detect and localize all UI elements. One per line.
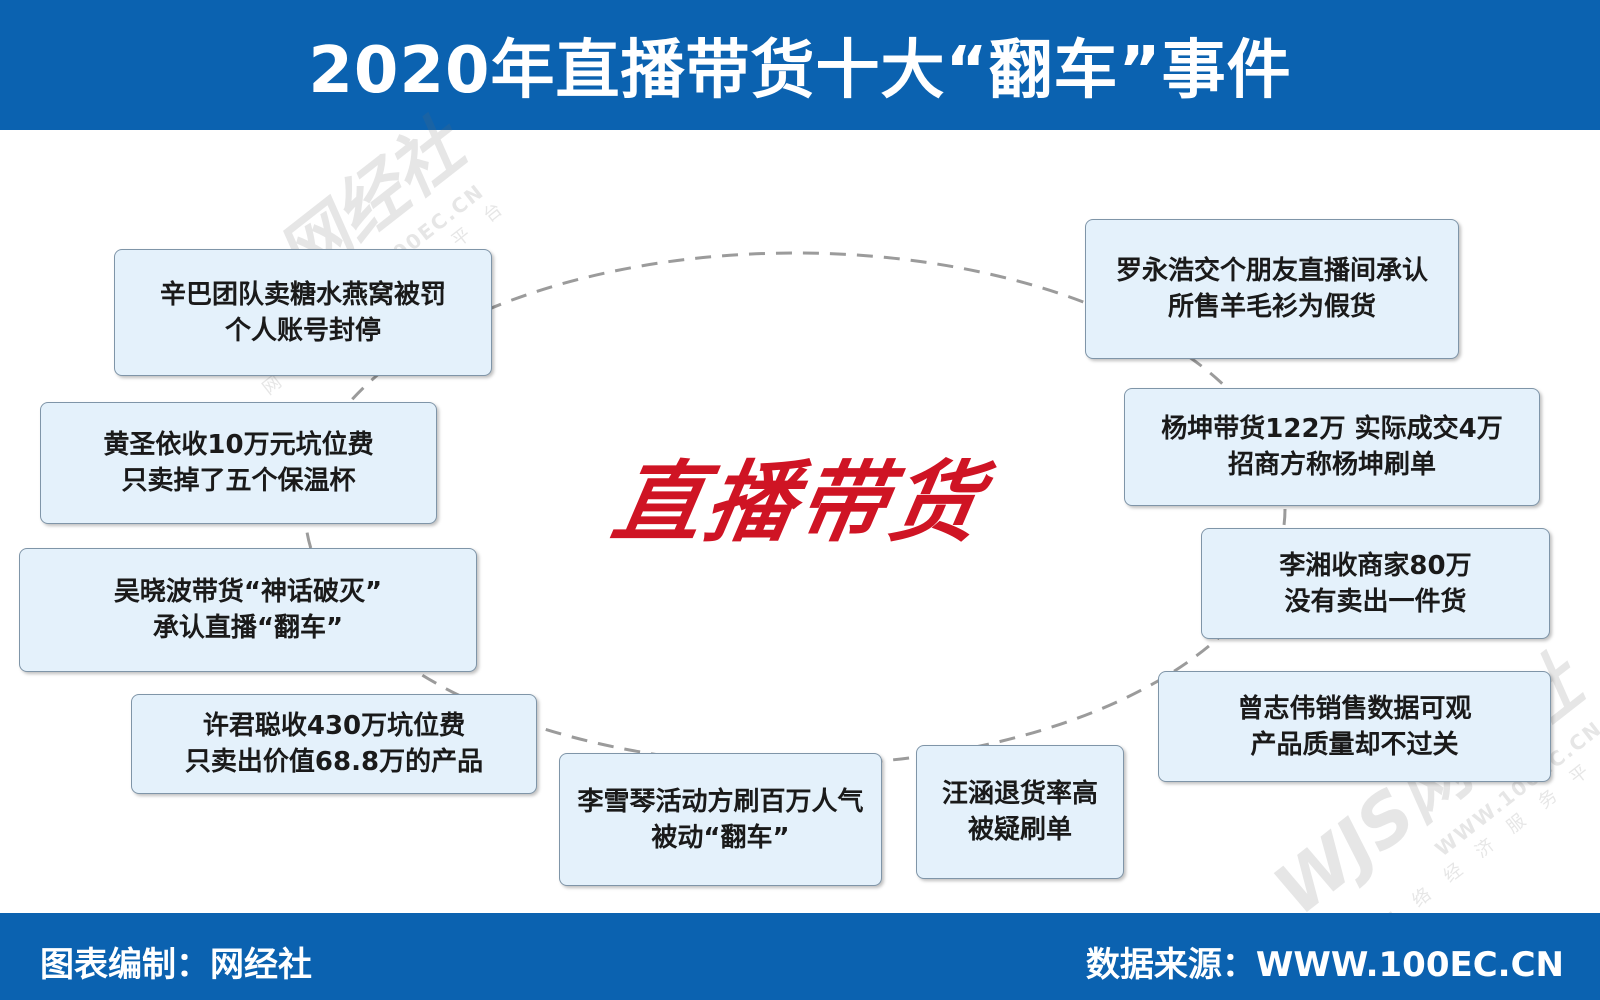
center-label: 直播带货 — [605, 450, 992, 554]
event-box-luoyonghao: 罗永浩交个朋友直播间承认 所售羊毛衫为假货 — [1085, 219, 1459, 359]
footer-source: 数据来源：WWW.100EC.CN — [1085, 945, 1564, 985]
event-line-1: 黄圣依收10万元坑位费 — [103, 430, 374, 460]
event-line-2: 只卖出价值68.8万的产品 — [184, 747, 484, 777]
event-box-lixueqin: 李雪琴活动方刷百万人气 被动“翻车” — [559, 753, 882, 886]
event-line-2: 承认直播“翻车” — [152, 613, 344, 643]
event-box-zengzhiwei: 曾志伟销售数据可观 产品质量却不过关 — [1158, 671, 1551, 782]
event-line-1: 汪涵退货率高 — [941, 779, 1098, 809]
event-line-1: 李湘收商家80万 — [1279, 550, 1472, 581]
footer-banner: 图表编制：网经社 数据来源：WWW.100EC.CN — [0, 913, 1600, 1000]
event-line-2: 个人账号封停 — [224, 315, 381, 346]
event-line-1: 辛巴团队卖糖水燕窝被罚 — [159, 279, 446, 310]
event-line-2: 被动“翻车” — [651, 822, 790, 853]
event-box-lixiang: 李湘收商家80万 没有卖出一件货 — [1201, 528, 1550, 639]
event-line-1: 杨坤带货122万 实际成交4万 — [1161, 414, 1503, 444]
event-line-1: 李雪琴活动方刷百万人气 — [577, 786, 864, 817]
event-line-1: 曾志伟销售数据可观 — [1237, 693, 1472, 724]
event-box-xinba: 辛巴团队卖糖水燕窝被罚 个人账号封停 — [114, 249, 492, 376]
footer-credit: 图表编制：网经社 — [40, 945, 312, 985]
event-box-yangkun: 杨坤带货122万 实际成交4万 招商方称杨坤刷单 — [1124, 388, 1540, 506]
event-line-1: 罗永浩交个朋友直播间承认 — [1115, 256, 1428, 286]
event-line-1: 许君聪收430万坑位费 — [202, 711, 466, 741]
event-line-2: 所售羊毛衫为假货 — [1167, 292, 1376, 322]
event-line-2: 招商方称杨坤刷单 — [1227, 450, 1436, 480]
event-box-wanghan: 汪涵退货率高 被疑刷单 — [916, 745, 1124, 879]
event-line-2: 产品质量却不过关 — [1250, 729, 1459, 760]
event-line-2: 只卖掉了五个保温杯 — [121, 466, 356, 496]
event-box-huangshengyi: 黄圣依收10万元坑位费 只卖掉了五个保温杯 — [40, 402, 437, 524]
event-box-xujuncong: 许君聪收430万坑位费 只卖出价值68.8万的产品 — [131, 694, 537, 794]
event-line-1: 吴晓波带货“神话破灭” — [113, 577, 383, 607]
page-title: 2020年直播带货十大“翻车”事件 — [308, 34, 1292, 108]
event-line-2: 没有卖出一件货 — [1284, 586, 1467, 617]
event-box-wuxiaobo: 吴晓波带货“神话破灭” 承认直播“翻车” — [19, 548, 477, 672]
event-line-2: 被疑刷单 — [967, 815, 1072, 845]
title-banner: 2020年直播带货十大“翻车”事件 — [0, 0, 1600, 130]
